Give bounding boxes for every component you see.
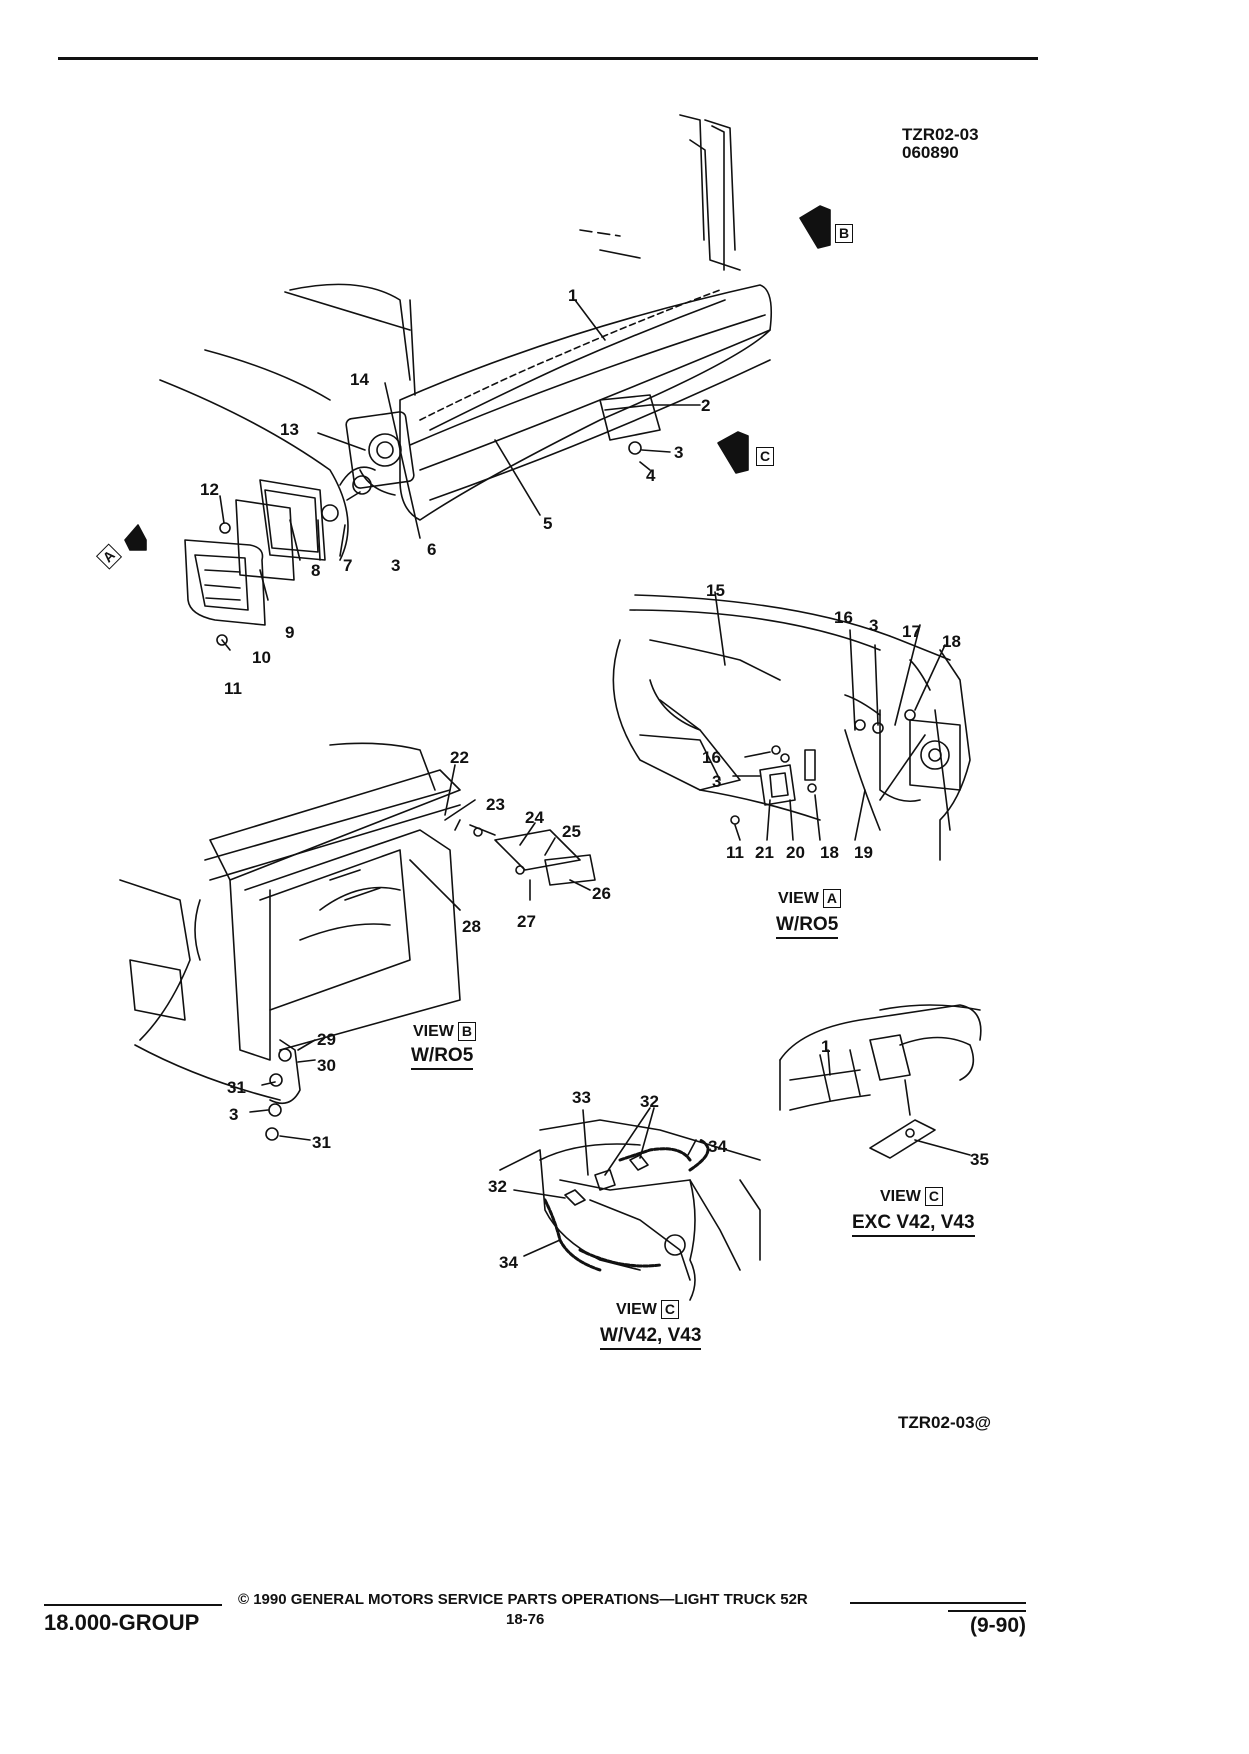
callout: 5 [543, 514, 553, 533]
callout: 28 [462, 917, 481, 936]
footer-date: (9-90) [948, 1610, 1026, 1638]
view-c-exc-art [779, 1004, 982, 1159]
callout: 31 [227, 1078, 246, 1097]
callout: 1 [568, 286, 578, 305]
callout: 8 [311, 561, 321, 580]
callout: 9 [285, 623, 295, 642]
footer-rule [850, 1602, 1026, 1604]
callout: 10 [252, 648, 271, 667]
view-a-label-text: VIEW [778, 890, 819, 907]
view-arrow-b-letter: B [835, 224, 854, 243]
callout: 30 [317, 1056, 336, 1075]
view-b-art [119, 742, 596, 1141]
view-a-sub: W/RO5 [776, 914, 839, 939]
callout: 11 [224, 679, 242, 698]
footer-page-number: 18-76 [506, 1611, 545, 1628]
callout: 3 [869, 616, 879, 635]
diagram-code-line2: 060890 [902, 143, 959, 162]
view-c1-label-text: VIEW [880, 1188, 921, 1205]
diagram-code: TZR02-03 060890 [902, 126, 979, 162]
view-arrow-c: C [756, 447, 775, 466]
callout: 16 [834, 608, 853, 627]
top-rule [58, 57, 1038, 60]
callout: 3 [229, 1105, 239, 1124]
callout: 31 [312, 1133, 331, 1152]
callout: 7 [343, 556, 353, 575]
callout: 20 [786, 843, 805, 862]
callout: 27 [517, 912, 536, 931]
callout: 3 [712, 772, 722, 791]
figure-ref: TZR02-03@ [898, 1413, 992, 1432]
callout: 33 [572, 1088, 591, 1107]
callout: 19 [854, 843, 873, 862]
view-a-letter: A [822, 889, 842, 908]
view-c-with-art [499, 1107, 761, 1301]
callout: 13 [280, 420, 299, 439]
view-c1-letter: C [924, 1187, 944, 1206]
view-b-letter: B [457, 1022, 477, 1041]
callout: 32 [488, 1177, 507, 1196]
view-b-label-text: VIEW [413, 1023, 454, 1040]
callout: 23 [486, 795, 505, 814]
view-b-sub: W/RO5 [411, 1045, 474, 1070]
callout: 3 [391, 556, 401, 575]
callout: 2 [701, 396, 711, 415]
callout: 16 [702, 748, 721, 767]
view-c1-sub: EXC V42, V43 [852, 1212, 975, 1237]
view-c2-sub: W/V42, V43 [600, 1325, 702, 1350]
view-c2-label-text: VIEW [616, 1301, 657, 1318]
callout: 18 [820, 843, 839, 862]
callout: 34 [499, 1253, 518, 1272]
footer-group: 18.000-GROUP [44, 1604, 222, 1636]
callout: 4 [646, 466, 656, 485]
callout: 11 [726, 843, 744, 862]
callout: 12 [200, 480, 219, 499]
diagram-code-line1: TZR02-03 [902, 125, 979, 144]
callout: 3 [674, 443, 684, 462]
callout: 14 [350, 370, 369, 389]
view-arrow-b: B [835, 224, 854, 243]
callout: 1 [821, 1037, 831, 1056]
callout: 21 [755, 843, 774, 862]
callout: 17 [902, 622, 921, 641]
callout: 29 [317, 1030, 336, 1049]
callout: 6 [427, 540, 437, 559]
callout: 35 [970, 1150, 989, 1169]
callout: 34 [708, 1137, 727, 1156]
callout: 32 [640, 1092, 659, 1111]
view-arrow-c-letter: C [756, 447, 775, 466]
callout: 26 [592, 884, 611, 903]
main-view-art [124, 114, 831, 651]
callout: 18 [942, 632, 961, 651]
callout: 25 [562, 822, 581, 841]
callout: 24 [525, 808, 544, 827]
footer-copyright: © 1990 GENERAL MOTORS SERVICE PARTS OPER… [238, 1591, 808, 1608]
callout: 22 [450, 748, 469, 767]
view-a-art [612, 591, 971, 861]
view-c2-letter: C [660, 1300, 680, 1319]
callout: 15 [706, 581, 725, 600]
